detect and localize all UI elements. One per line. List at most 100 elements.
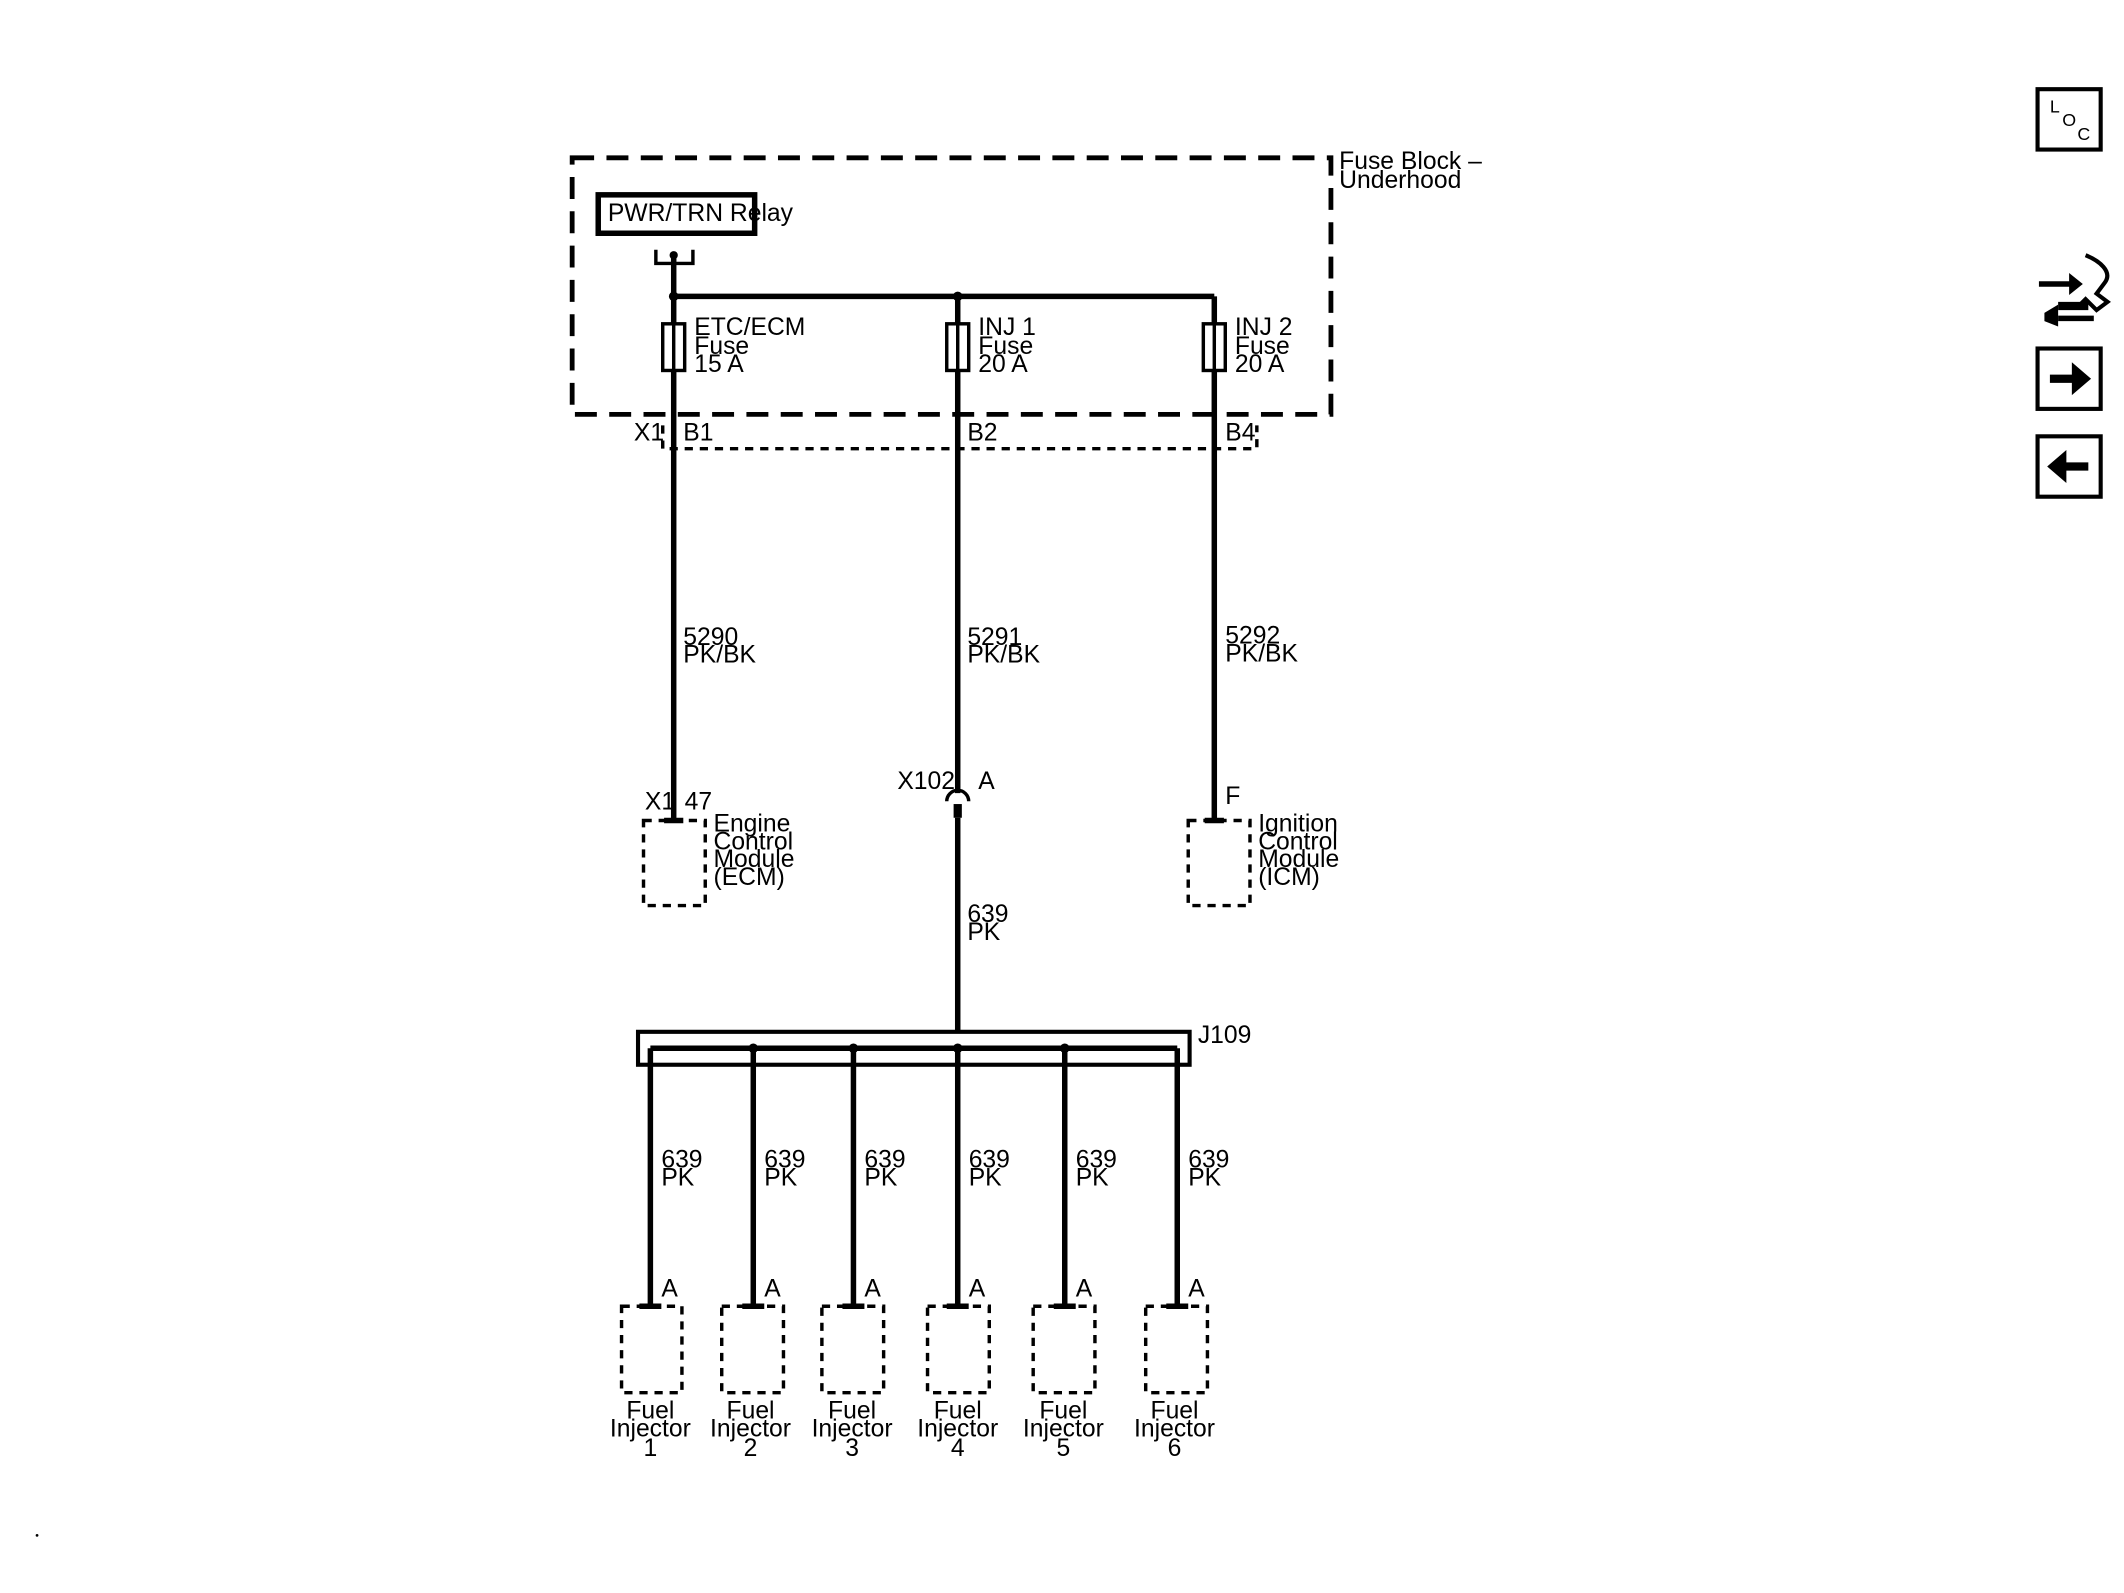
- injector-6-color: PK: [1188, 1164, 1221, 1191]
- fuse-inj1-name: INJ 1: [978, 314, 1036, 341]
- j109-label: J109: [1198, 1022, 1252, 1049]
- circuit-5290-number: 5290: [683, 624, 738, 651]
- pin-b2: B2: [967, 419, 997, 446]
- injector-4: 639 PK A Fuel Injector 4: [917, 1048, 1010, 1462]
- ecm-label-2: Control: [713, 828, 793, 855]
- circuit-5292-number: 5292: [1225, 623, 1280, 650]
- injector-5-color: PK: [1076, 1164, 1109, 1191]
- injector-5-outline: [1031, 1304, 1097, 1395]
- fuse-inj1: INJ 1 Fuse 20 A: [945, 314, 1036, 378]
- injector-1-label-2: Injector: [610, 1416, 691, 1443]
- injector-3-outline: [820, 1304, 886, 1395]
- fuse-inj2-rating: 20 A: [1235, 351, 1285, 378]
- injector-4-number: 4: [951, 1435, 965, 1462]
- x102-connector: X102 A: [897, 768, 995, 818]
- injector-2-label-1: Fuel: [727, 1398, 775, 1425]
- injector-5-label-2: Injector: [1023, 1416, 1104, 1443]
- next-button[interactable]: [2035, 346, 2103, 411]
- injector-5-pin: A: [1076, 1276, 1093, 1303]
- connector-tool-icon: [2038, 253, 2111, 327]
- injector-3-circuit: 639: [864, 1147, 905, 1174]
- ecm-label-1: Engine: [713, 810, 790, 837]
- svg-text:C: C: [2077, 124, 2090, 144]
- circuit-5292-color: PK/BK: [1225, 640, 1298, 667]
- previous-arrow-icon: [2047, 450, 2089, 483]
- injector-2-number: 2: [744, 1435, 758, 1462]
- injector-1: 639 PK A Fuel Injector 1: [610, 1048, 703, 1462]
- trunk-circuit-color: PK: [967, 919, 1000, 946]
- injector-1-outline: [619, 1304, 684, 1395]
- injector-5-label-1: Fuel: [1039, 1398, 1087, 1425]
- icm-outline: [1186, 818, 1252, 908]
- icm-pin-label: F: [1225, 783, 1240, 810]
- fuse-block-outline: [569, 155, 1334, 417]
- injector-2-pin: A: [764, 1276, 781, 1303]
- injector-5-circuit: 639: [1076, 1147, 1117, 1174]
- x102-pin-label: A: [978, 768, 995, 795]
- previous-button[interactable]: [2035, 434, 2103, 499]
- pin-b1: B1: [683, 419, 713, 446]
- fuse-inj2-type: Fuse: [1235, 333, 1290, 360]
- injector-2-outline: [720, 1304, 786, 1395]
- connector-tool-button[interactable]: [2038, 253, 2111, 327]
- injector-1-label-1: Fuel: [626, 1398, 674, 1425]
- svg-text:L: L: [2050, 97, 2060, 117]
- injector-5-number: 5: [1057, 1435, 1071, 1462]
- x102-label: X102: [897, 768, 955, 795]
- injector-3-number: 3: [845, 1435, 859, 1462]
- icm-module: F Ignition Control Module (ICM): [1186, 783, 1339, 908]
- injector-6-outline: [1143, 1304, 1210, 1395]
- injector-2: 639 PK A Fuel Injector 2: [710, 1048, 805, 1462]
- next-arrow-icon: [2049, 362, 2092, 396]
- injector-3-pin: A: [864, 1276, 881, 1303]
- injector-6-circuit: 639: [1188, 1147, 1229, 1174]
- fuse-inj2-name: INJ 2: [1235, 314, 1293, 341]
- injector-6-number: 6: [1168, 1435, 1182, 1462]
- ecm-label-4: (ECM): [713, 864, 784, 891]
- j109-splice: J109: [635, 1022, 1252, 1067]
- circuit-5291-number: 5291: [967, 624, 1022, 651]
- injector-6: 639 PK A Fuel Injector 6: [1134, 1048, 1229, 1462]
- injector-5: 639 PK A Fuel Injector 5: [1023, 1048, 1117, 1462]
- fuse-etc-ecm-name: ETC/ECM: [694, 314, 805, 341]
- injector-6-pin: A: [1188, 1276, 1205, 1303]
- injector-3-label-1: Fuel: [828, 1398, 876, 1425]
- ecm-pin-label: 47: [685, 789, 712, 816]
- ecm-label-3: Module: [713, 846, 794, 873]
- fuse-etc-ecm-rating: 15 A: [694, 351, 744, 378]
- injector-1-number: 1: [644, 1435, 658, 1462]
- loc-button[interactable]: L O C: [2035, 87, 2103, 152]
- fuse-inj1-rating: 20 A: [978, 351, 1028, 378]
- relay-label: PWR/TRN Relay: [608, 200, 794, 227]
- stray-dot: [35, 1534, 39, 1537]
- trunk-circuit-number: 639: [967, 901, 1008, 928]
- icm-label-4: (ICM): [1258, 864, 1320, 891]
- fuse-block-title-1: Fuse Block –: [1339, 148, 1482, 175]
- injector-4-label-1: Fuel: [934, 1398, 982, 1425]
- injector-3-color: PK: [864, 1164, 897, 1191]
- fuse-block-title-2: Underhood: [1339, 167, 1461, 194]
- ecm-module: X1 47 Engine Control Module (ECM): [641, 789, 794, 908]
- injector-2-circuit: 639: [764, 1147, 805, 1174]
- injector-4-color: PK: [969, 1164, 1002, 1191]
- fuse-etc-ecm: ETC/ECM Fuse 15 A: [661, 314, 805, 378]
- circuit-5290-color: PK/BK: [683, 642, 756, 669]
- injector-2-color: PK: [764, 1164, 797, 1191]
- injector-3: 639 PK A Fuel Injector 3: [812, 1048, 906, 1462]
- svg-text:O: O: [2062, 110, 2076, 130]
- injector-2-label-2: Injector: [710, 1416, 791, 1443]
- relay: PWR/TRN Relay: [595, 192, 794, 266]
- icm-label-1: Ignition: [1258, 810, 1338, 837]
- icm-label-2: Control: [1258, 828, 1338, 855]
- icm-label-3: Module: [1258, 846, 1339, 873]
- ecm-connector-label: X1: [645, 789, 675, 816]
- injector-1-color: PK: [661, 1164, 694, 1191]
- injector-4-outline: [925, 1304, 991, 1395]
- fuse-inj2: INJ 2 Fuse 20 A: [1201, 314, 1293, 378]
- x1-connector-label: X1: [634, 419, 664, 446]
- injector-1-circuit: 639: [661, 1147, 702, 1174]
- injector-1-pin: A: [661, 1276, 678, 1303]
- ecm-outline: [641, 818, 707, 908]
- injector-6-label-1: Fuel: [1150, 1398, 1198, 1425]
